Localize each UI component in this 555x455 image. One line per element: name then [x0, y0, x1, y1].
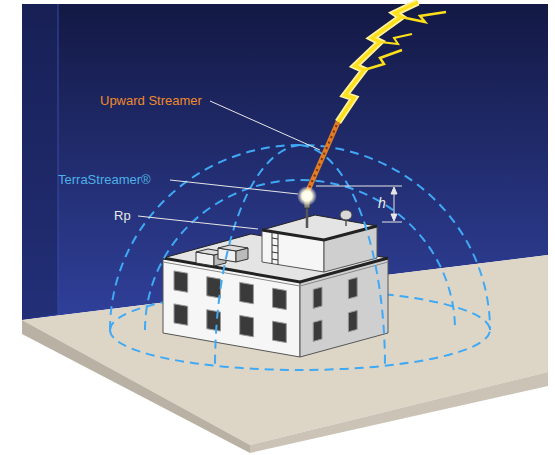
leader-line — [138, 216, 258, 229]
satellite-dish — [340, 210, 352, 220]
dimension-tick — [382, 222, 402, 223]
window — [174, 304, 188, 325]
floor-edge — [250, 372, 548, 453]
window — [240, 315, 254, 336]
dimension-arrow — [391, 214, 397, 221]
window — [273, 321, 287, 342]
wall-corner — [58, 4, 59, 314]
ladder — [272, 231, 278, 265]
lightning-branch — [380, 34, 412, 44]
lightning-bolt — [338, 2, 446, 122]
window — [348, 310, 357, 331]
window — [207, 277, 221, 298]
window — [313, 320, 322, 341]
upward-streamer — [307, 122, 338, 193]
ladder-rung — [272, 252, 278, 253]
height-label: h — [378, 195, 386, 211]
radius-label: Rp — [114, 208, 131, 224]
protection-zone — [110, 145, 490, 370]
windows — [174, 271, 357, 343]
front-wall — [163, 258, 300, 357]
upper-parapet — [262, 226, 377, 240]
dimension-arrow — [391, 187, 397, 194]
hvac-unit — [218, 245, 248, 251]
streamer-label: Upward Streamer — [100, 93, 202, 109]
ladder-rung — [272, 245, 278, 246]
leader-line — [170, 180, 298, 194]
terminal-label: TerraStreamer® — [58, 172, 151, 188]
window — [348, 277, 357, 298]
window — [273, 288, 287, 309]
ladder-rung — [272, 238, 278, 239]
zone-outline — [145, 180, 455, 330]
lightning-branch — [364, 50, 402, 70]
upward-streamer-texture — [307, 122, 338, 193]
terrastreamer-glow — [297, 186, 317, 206]
dimension-tick — [316, 186, 402, 187]
side-wall — [22, 4, 58, 320]
lightning-glow — [338, 2, 418, 122]
window — [240, 282, 254, 303]
zone-base-front — [110, 330, 490, 370]
window — [313, 287, 322, 308]
zone-outline — [110, 145, 490, 330]
lightning-branch — [401, 12, 446, 22]
side-wall — [300, 258, 388, 357]
lightning-main — [338, 2, 418, 122]
height-dimension — [316, 186, 402, 222]
floor — [22, 255, 548, 445]
hvac-units — [196, 245, 248, 266]
ladder-rung — [272, 259, 278, 260]
leader-line — [210, 101, 320, 150]
zone-meridian — [215, 145, 300, 367]
window — [174, 271, 188, 292]
